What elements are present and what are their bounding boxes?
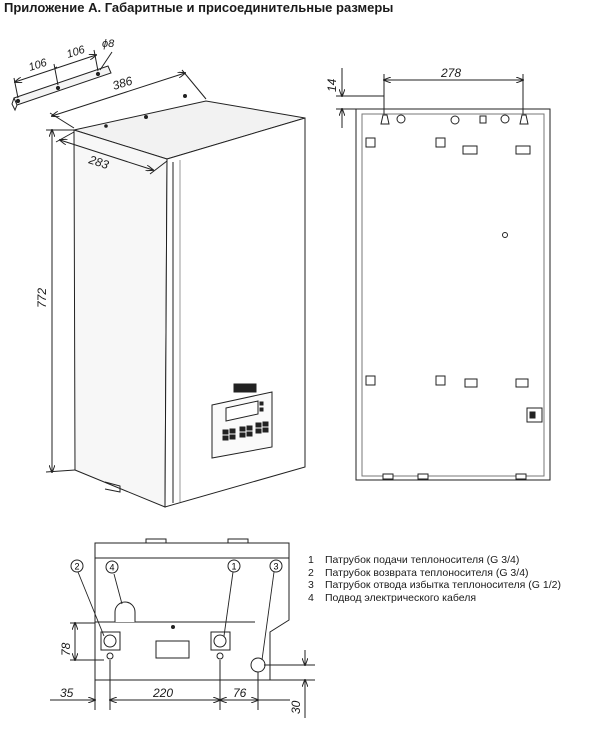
legend-text: Подвод электрического кабеля bbox=[325, 591, 477, 604]
bracket-dim-left: 106 bbox=[27, 56, 49, 73]
callout-1: 1 bbox=[227, 559, 241, 573]
legend-text: Патрубок возврата теплоносителя (G 3/4) bbox=[325, 566, 529, 579]
legend-item: 3 Патрубок отвода избытка теплоносителя … bbox=[308, 579, 561, 592]
page-title: Приложение А. Габаритные и присоединител… bbox=[4, 0, 394, 15]
callout-leaders bbox=[77, 571, 275, 661]
bottom-left-dim: 35 bbox=[60, 686, 74, 700]
bottom-spacing-dim: 220 bbox=[152, 686, 173, 700]
height-dimension: 772 bbox=[35, 288, 49, 308]
rear-top-offset: 14 bbox=[325, 78, 339, 92]
legend-number: 4 bbox=[308, 591, 314, 604]
hole-diameter-label: ϕ8 bbox=[102, 38, 115, 50]
callout-4: 4 bbox=[105, 560, 119, 574]
legend-number: 3 bbox=[308, 579, 314, 592]
bracket-dim-right: 106 bbox=[65, 43, 87, 60]
legend-text: Патрубок отвода избытка теплоносителя (G… bbox=[325, 579, 561, 592]
legend-item: 4 Подвод электрического кабеля bbox=[308, 592, 561, 605]
legend-item: 1 Патрубок подачи теплоносителя (G 3/4) bbox=[308, 554, 561, 567]
width-dimension: 386 bbox=[111, 74, 135, 93]
svg-text:4: 4 bbox=[109, 563, 114, 573]
bottom-drain-vertical-dim: 30 bbox=[289, 700, 303, 714]
legend: 1 Патрубок подачи теплоносителя (G 3/4) … bbox=[308, 554, 561, 604]
bottom-dimensions bbox=[50, 623, 315, 718]
svg-text:3: 3 bbox=[273, 562, 278, 572]
callout-2: 2 bbox=[70, 559, 84, 573]
svg-text:1: 1 bbox=[231, 562, 236, 572]
bottom-view bbox=[94, 538, 290, 681]
boiler-isometric bbox=[72, 94, 306, 508]
rear-view bbox=[355, 108, 551, 481]
isometric-dimensions bbox=[45, 69, 207, 472]
legend-number: 1 bbox=[308, 554, 314, 566]
legend-number: 2 bbox=[308, 566, 314, 579]
bottom-drain-dim: 76 bbox=[233, 686, 247, 700]
bottom-height-dim: 78 bbox=[59, 642, 73, 656]
depth-dimension: 283 bbox=[86, 152, 111, 172]
legend-text: Патрубок подачи теплоносителя (G 3/4) bbox=[325, 554, 520, 566]
svg-text:2: 2 bbox=[74, 562, 79, 572]
legend-item: 2 Патрубок возврата теплоносителя (G 3/4… bbox=[308, 567, 561, 580]
callout-3: 3 bbox=[269, 559, 283, 573]
rear-dimensions bbox=[336, 68, 523, 128]
rear-hole-spacing: 278 bbox=[440, 66, 461, 80]
